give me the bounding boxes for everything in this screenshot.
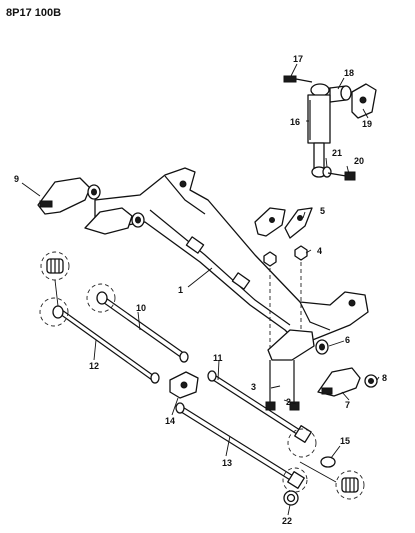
callout-6: 6 xyxy=(345,335,350,345)
shock-absorber xyxy=(307,83,331,178)
callout-5: 5 xyxy=(320,206,325,216)
shock-bracket xyxy=(351,83,377,119)
callout-2: 2 xyxy=(286,397,291,407)
callout-21: 21 xyxy=(332,148,342,158)
detail-circles xyxy=(39,251,365,500)
callout-1: 1 xyxy=(178,285,183,295)
leader-lines xyxy=(21,63,380,516)
center-clamp xyxy=(169,371,199,399)
callout-12: 12 xyxy=(89,361,99,371)
callout-3: 3 xyxy=(251,382,256,392)
nuts xyxy=(263,245,308,267)
rear-axle-beam xyxy=(94,167,369,346)
lower-right-bracket xyxy=(267,329,329,361)
right-upper-plates xyxy=(254,207,313,239)
callout-10: 10 xyxy=(136,303,146,313)
callout-18: 18 xyxy=(344,68,354,78)
callout-16: 16 xyxy=(290,117,300,127)
snap-ring xyxy=(283,490,299,506)
upper-bolt xyxy=(283,75,313,83)
callout-15: 15 xyxy=(340,436,350,446)
shock-washer xyxy=(322,166,332,178)
callout-8: 8 xyxy=(382,373,387,383)
callout-19: 19 xyxy=(362,119,372,129)
rear-bracket xyxy=(317,367,378,397)
left-lower-bracket xyxy=(84,207,145,235)
washer-15 xyxy=(320,456,336,468)
callout-7: 7 xyxy=(345,400,350,410)
track-bar-13 xyxy=(175,402,305,489)
shock-absorber-assembly xyxy=(283,75,377,181)
callout-20: 20 xyxy=(354,156,364,166)
lower-bolt xyxy=(327,171,356,181)
callout-9: 9 xyxy=(14,174,19,184)
callout-11: 11 xyxy=(213,353,223,363)
callout-22: 22 xyxy=(282,516,292,526)
track-bar-12 xyxy=(52,305,160,384)
callout-4: 4 xyxy=(317,246,322,256)
left-upper-bracket xyxy=(37,177,101,215)
callout-labels: 1 2 3 4 5 6 7 8 9 10 11 12 13 14 15 16 1… xyxy=(14,54,387,526)
track-bar-10 xyxy=(96,291,189,363)
vertical-bolts xyxy=(265,360,300,411)
callout-14: 14 xyxy=(165,416,175,426)
callout-17: 17 xyxy=(293,54,303,64)
callout-13: 13 xyxy=(222,458,232,468)
diagram-code: 8P17 100B xyxy=(6,7,61,19)
